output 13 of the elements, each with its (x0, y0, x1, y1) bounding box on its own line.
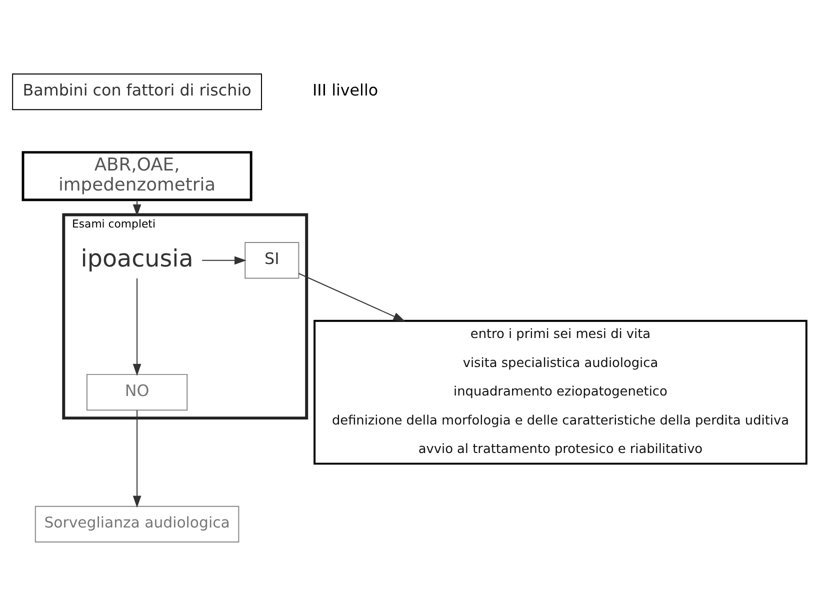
arrow (132, 410, 142, 508)
node-text: ipoacusia (80, 244, 194, 273)
arrow (132, 278, 142, 376)
node-box: SI (244, 242, 300, 279)
node-box: NO (86, 374, 188, 411)
arrow (202, 256, 246, 265)
arrow (298, 273, 406, 322)
label: III livello (312, 80, 378, 100)
node-box: Bambini con fattori di rischio (12, 73, 262, 110)
node-box: ABR,OAE, impedenzometria (22, 151, 252, 202)
arrow (132, 200, 142, 216)
node-box: Sorveglianza audiologica (34, 506, 240, 543)
node-box: entro i primi sei mesi di vita visita specialistica audiologica inquadramento eziopatogenetico definizione della morfologia e delle caratteristiche della perdita uditiva avvio al trattamento protesico e riabilitativo (314, 320, 808, 465)
